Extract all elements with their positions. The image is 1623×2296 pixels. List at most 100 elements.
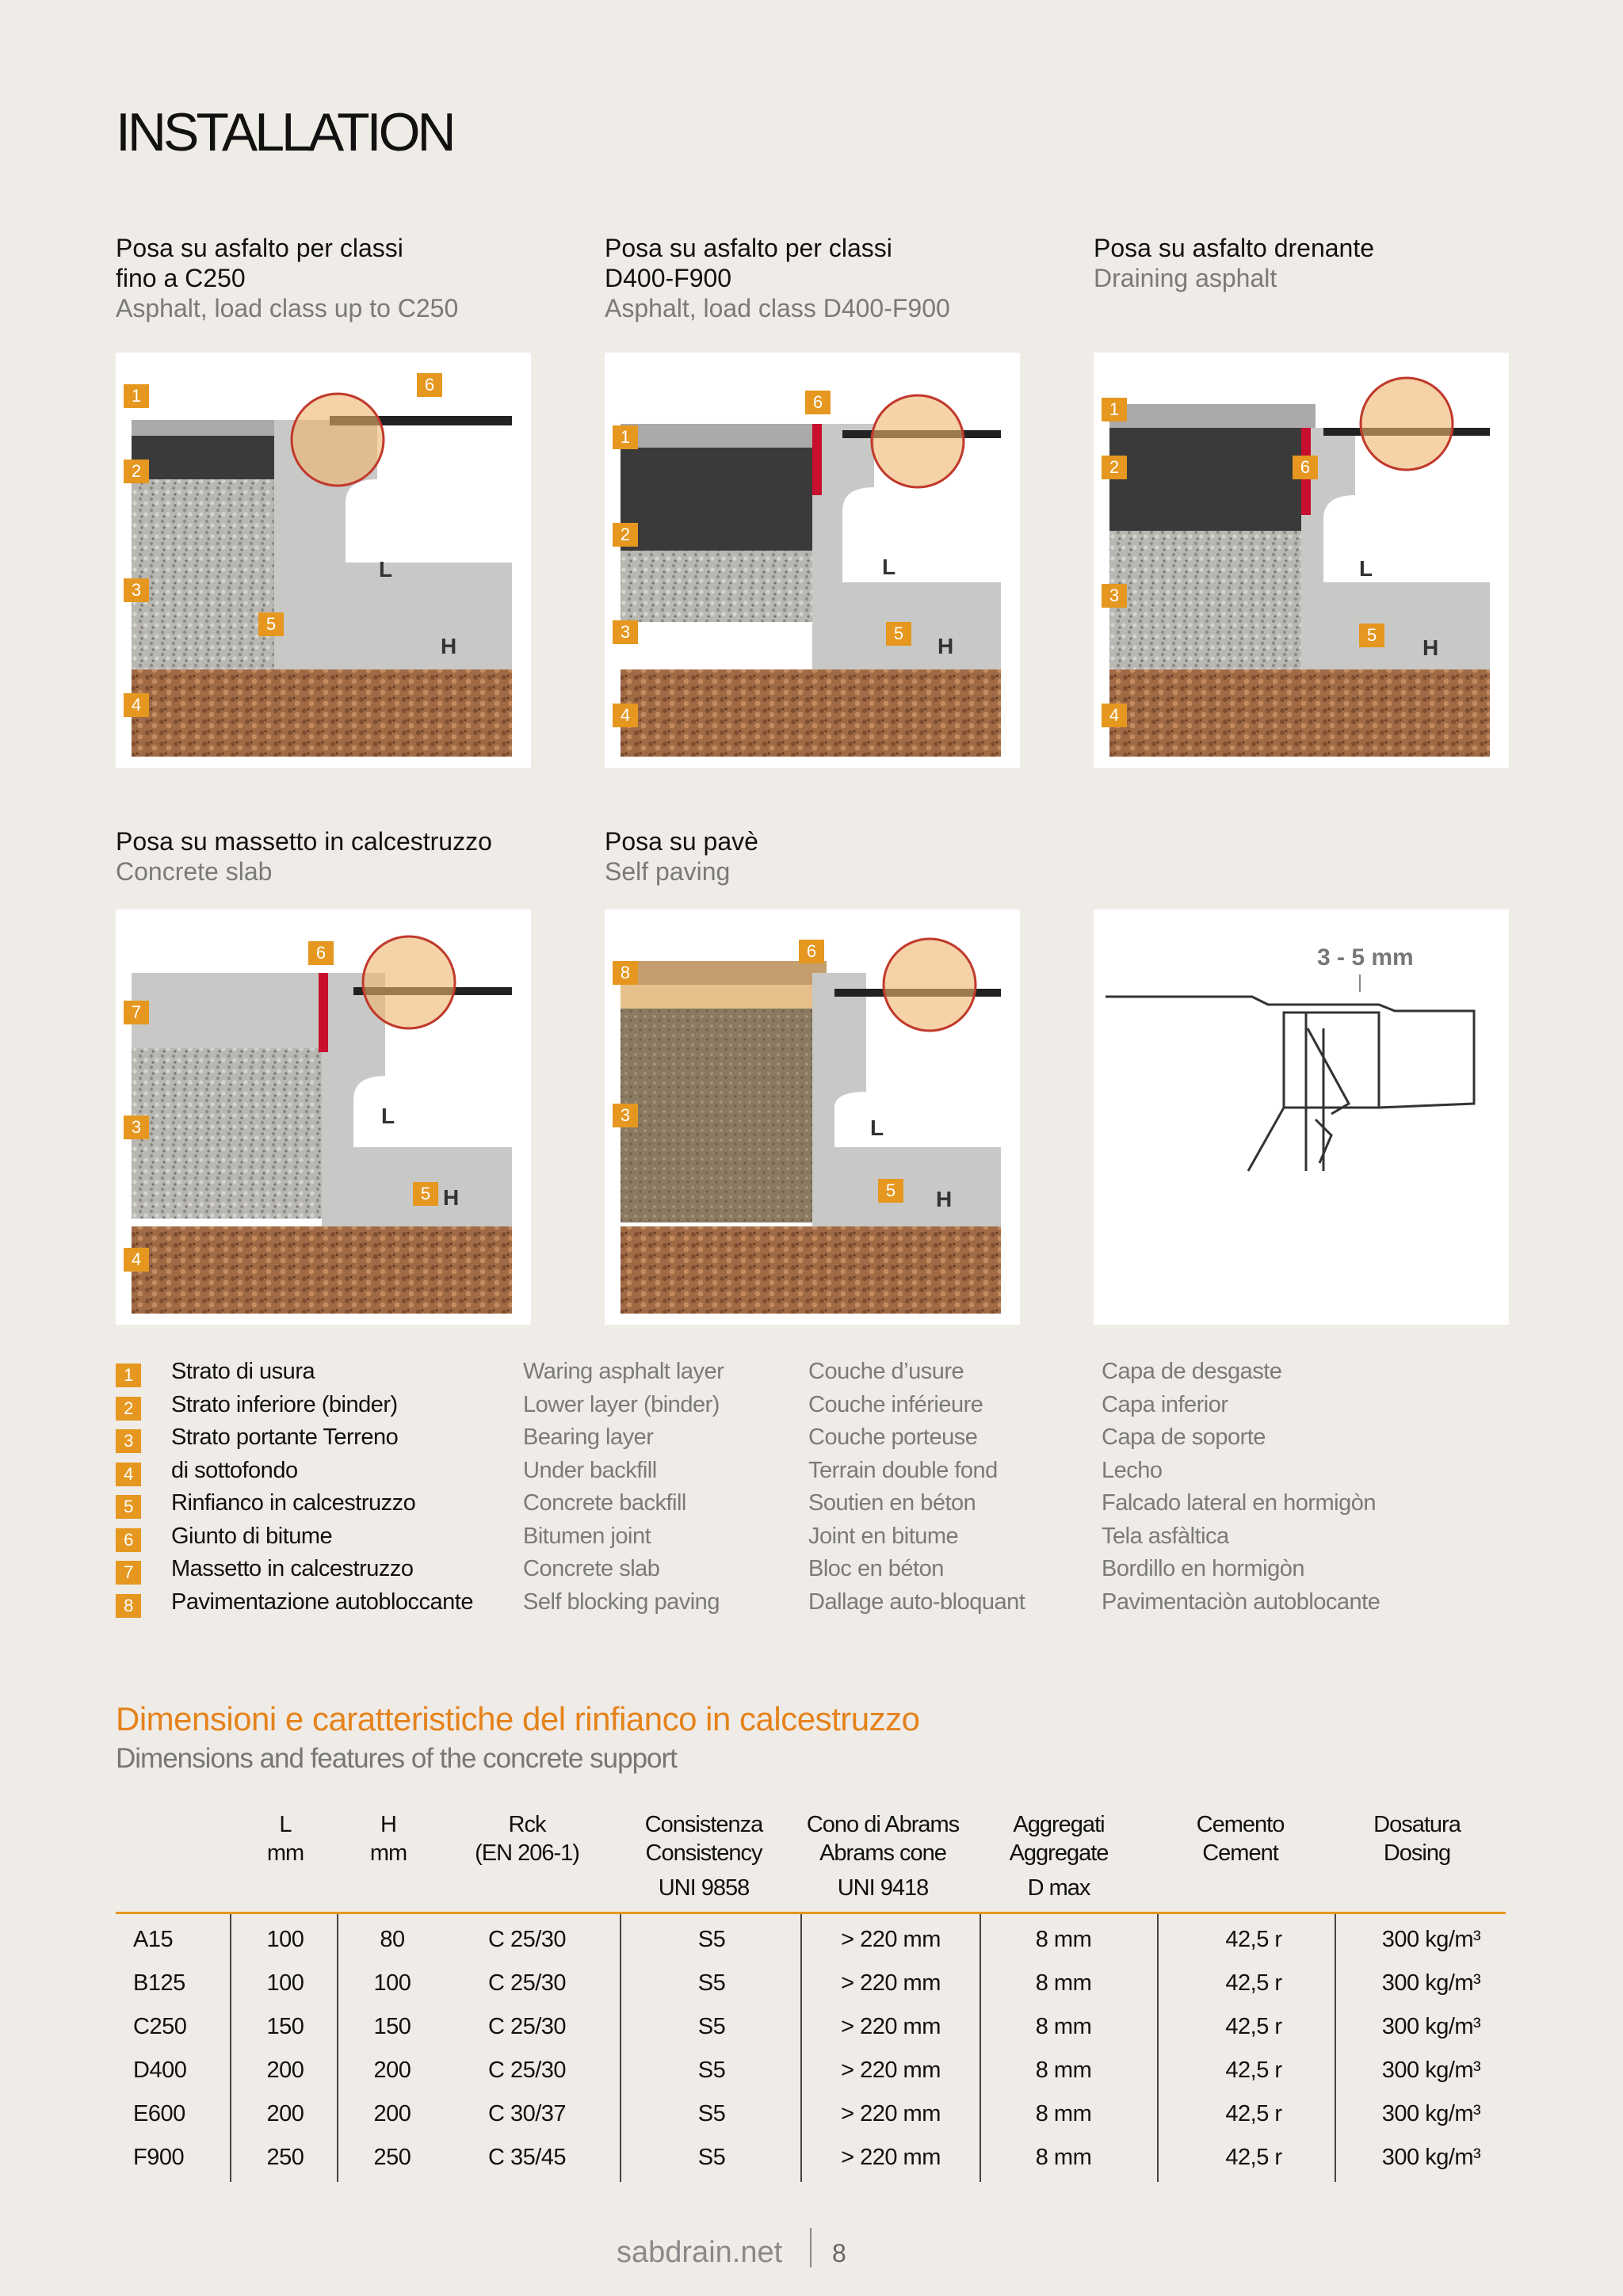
dimension-label-l: L <box>379 557 392 582</box>
table-cell: B125 <box>133 1970 185 1996</box>
legend-english: Under backfill <box>523 1457 657 1483</box>
legend-french: Terrain double fond <box>808 1457 998 1483</box>
table-cell: S5 <box>697 1927 726 1952</box>
layer-badge: 3 <box>124 1116 149 1139</box>
table-cell: 100 <box>266 1970 304 1996</box>
layer-badge: 2 <box>1102 456 1127 479</box>
table-cell: 300 kg/m³ <box>1381 1927 1481 1952</box>
layer-badge: 4 <box>124 693 149 717</box>
table-cell: C 25/30 <box>487 2014 567 2039</box>
layer-badge: 7 <box>124 1001 149 1024</box>
table-cell: 100 <box>373 1970 411 1996</box>
layer-badge: 6 <box>1293 456 1318 479</box>
table-cell: > 220 mm <box>841 2058 941 2083</box>
table-header-line: H <box>380 1812 397 1837</box>
table-cell: 42,5 r <box>1225 1927 1282 1952</box>
legend-italian: di sottofondo <box>171 1457 298 1483</box>
table-cell: 300 kg/m³ <box>1381 2101 1481 2126</box>
legend-english: Bitumen joint <box>523 1523 651 1549</box>
table-cell: 300 kg/m³ <box>1381 2014 1481 2039</box>
legend-italian: Rinfianco in calcestruzzo <box>171 1490 416 1516</box>
table-cell: 42,5 r <box>1225 1970 1282 1996</box>
table-cell: 200 <box>266 2058 304 2083</box>
layer-badge: 5 <box>886 622 911 646</box>
diagram-caption-3: Posa su asfalto drenante Draining asphal… <box>1094 233 1537 293</box>
table-cell: S5 <box>697 2058 726 2083</box>
table-cell: 250 <box>266 2145 304 2170</box>
layer-badge: 3 <box>124 578 149 602</box>
table-header-line: Cono di Abrams <box>806 1812 960 1837</box>
table-header-line <box>1161 1874 1319 1902</box>
legend-french: Couche porteuse <box>808 1425 978 1450</box>
table-column-divider <box>620 1914 621 2182</box>
caption-italian: Posa su asfalto per classi D400-F900 <box>605 234 892 292</box>
table-header-line: Aggregati <box>1013 1812 1105 1837</box>
diagram-caption-4: Posa su massetto in calcestruzzo Concret… <box>116 826 559 887</box>
caption-italian: Posa su asfalto drenante <box>1094 234 1375 262</box>
table-header-line: mm <box>369 1840 407 1866</box>
table-column-divider <box>800 1914 802 2182</box>
table-column-divider <box>980 1914 981 2182</box>
table-cell: F900 <box>133 2145 185 2170</box>
dimension-label-l: L <box>1359 556 1373 581</box>
legend-italian: Strato portante Terreno <box>171 1425 399 1450</box>
table-header: Rck(EN 206-1) <box>448 1810 606 1902</box>
dimension-label-h: H <box>1423 635 1438 660</box>
table-cell: 300 kg/m³ <box>1381 2145 1481 2170</box>
table-cell: 8 mm <box>1035 2101 1092 2126</box>
dimension-label-l: L <box>882 555 896 579</box>
table-cell: 100 <box>266 1927 304 1952</box>
legend-spanish: Capa inferior <box>1102 1391 1228 1417</box>
layer-badge: 1 <box>124 384 149 408</box>
legend-number: 2 <box>116 1396 141 1421</box>
caption-italian: Posa su massetto in calcestruzzo <box>116 827 492 856</box>
legend-italian: Giunto di bitume <box>171 1523 333 1549</box>
table-cell: 8 mm <box>1035 2014 1092 2039</box>
legend-spanish: Pavimentaciòn autoblocante <box>1102 1589 1381 1615</box>
layer-badge: 6 <box>308 941 334 965</box>
table-cell: S5 <box>697 2145 726 2170</box>
table-header-line: Aggregate <box>1009 1840 1109 1866</box>
table-header-line <box>1338 1874 1496 1902</box>
legend-english: Concrete slab <box>523 1556 660 1581</box>
legend-number: 4 <box>116 1462 141 1486</box>
detail-gap-label: 3 - 5 mm <box>1317 944 1414 971</box>
table-header-line: Consistenza <box>644 1812 764 1837</box>
table-header-line: Consistency <box>645 1840 763 1866</box>
table-cell: 200 <box>373 2058 411 2083</box>
table-cell: 80 <box>380 1927 405 1952</box>
table-column-divider <box>337 1914 338 2182</box>
layer-badge: 3 <box>613 1104 638 1127</box>
legend-french: Couche d’usure <box>808 1359 964 1384</box>
table-cell: S5 <box>697 1970 726 1996</box>
table-cell: C 35/45 <box>487 2145 567 2170</box>
layer-badge: 2 <box>124 460 149 483</box>
table-cell: E600 <box>133 2101 185 2126</box>
dimension-label-h: H <box>441 634 456 658</box>
layer-badge: 3 <box>613 620 638 644</box>
layer-badge: 2 <box>613 523 638 547</box>
layer-badge: 5 <box>878 1179 903 1203</box>
table-cell: > 220 mm <box>841 1927 941 1952</box>
table-cell: 8 mm <box>1035 1970 1092 1996</box>
legend-english: Concrete backfill <box>523 1490 686 1516</box>
layer-badge: 5 <box>258 612 284 636</box>
table-cell: > 220 mm <box>841 2101 941 2126</box>
table-header-line <box>448 1874 606 1902</box>
table-cell: 8 mm <box>1035 2058 1092 2083</box>
table-header-line: D max <box>1027 1875 1091 1901</box>
legend-french: Bloc en béton <box>808 1556 944 1581</box>
table-header-line: mm <box>266 1840 304 1866</box>
table-cell: 150 <box>266 2014 304 2039</box>
table-cell: 300 kg/m³ <box>1381 2058 1481 2083</box>
